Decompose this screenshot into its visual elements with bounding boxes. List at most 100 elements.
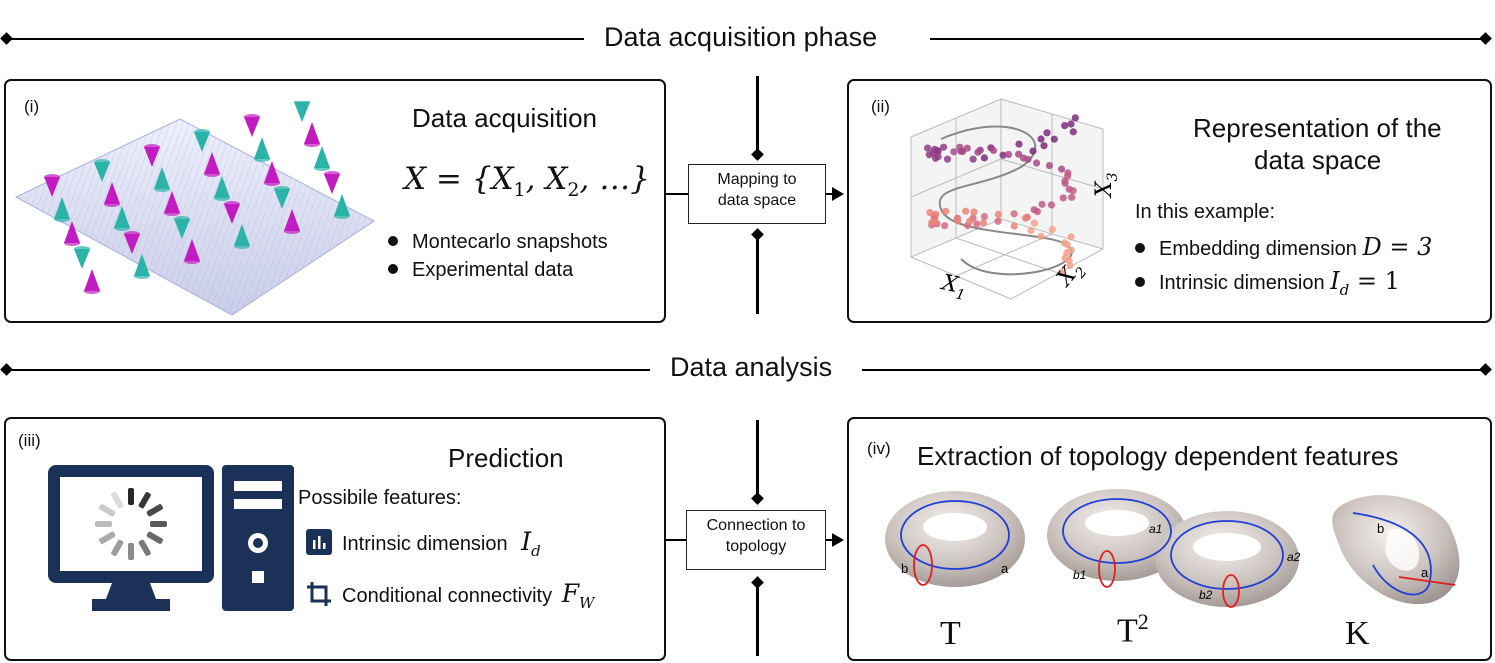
scatter-point (942, 207, 950, 215)
crop-icon (306, 581, 332, 607)
spinner-bar (138, 492, 151, 509)
scatter-point (1040, 142, 1048, 150)
cone-base (314, 165, 330, 171)
cone-base (164, 210, 180, 216)
spinner-bar (128, 543, 134, 560)
scatter-point (1065, 256, 1073, 265)
cone-base (184, 258, 200, 264)
phase1-title: Data acquisition phase (598, 22, 884, 53)
scatter-point (950, 148, 958, 156)
label-double-torus: T2 (1117, 609, 1149, 650)
torus-shape: b a (885, 491, 1025, 587)
spinner-bar (146, 531, 163, 544)
scatter-point (1069, 187, 1077, 195)
helix-curve (938, 125, 1073, 276)
phase1-line-right (930, 38, 1486, 40)
scatter-point (1037, 232, 1045, 240)
double-torus-loop-a2: a2 (1287, 550, 1301, 564)
scatter-point (1067, 120, 1075, 128)
cone-base (64, 240, 80, 246)
cone-mark (264, 161, 280, 183)
cone-base (54, 216, 70, 222)
scatter-point (1058, 165, 1066, 173)
connector2-diamond-top (751, 492, 764, 505)
cone-mark (304, 122, 320, 144)
panel2-title-line2: data space (1254, 145, 1382, 175)
cone-base (84, 288, 100, 294)
cone-mark (94, 162, 110, 182)
scatter-point (1048, 225, 1056, 234)
cone-base (144, 144, 160, 150)
topology-shapes: b a a1 b1 a2 b2 b a (885, 489, 1460, 608)
scatter-point (1047, 201, 1056, 209)
cone-mark (324, 174, 340, 194)
cone-mark (334, 194, 350, 216)
connector1-box: Mapping to data space (688, 164, 826, 224)
formula-sub1: 1 (513, 179, 526, 202)
phase2-diamond-left (0, 363, 13, 376)
scatter-point (969, 155, 977, 163)
connector2-line1: Connection to (706, 517, 806, 534)
panel2-bullet-embedding: Embedding dimension D = 3 (1135, 233, 1432, 261)
scatter-point (966, 217, 974, 225)
cone-base (234, 243, 250, 249)
server-tower-icon (222, 465, 294, 611)
phase2-line-right (862, 369, 1486, 371)
connector1-line2: data space (717, 192, 797, 209)
panel2-example: In this example: (1135, 201, 1276, 223)
cone-mark (134, 254, 150, 276)
panel1-formula: X = {X1, X2, …} (404, 161, 650, 201)
scatter-point (1010, 222, 1018, 230)
cone-base (74, 246, 90, 252)
scatter-point (1029, 147, 1037, 155)
scatter-point (1043, 129, 1051, 137)
cone-mark (294, 102, 310, 122)
panel2-label: (ii) (871, 97, 890, 116)
cone-mark (174, 219, 190, 239)
scatter-point (1015, 140, 1023, 148)
cone-mark (214, 176, 230, 198)
cone-mark (44, 177, 60, 197)
cone-base (274, 186, 290, 192)
double-torus-loop-b2: b2 (1199, 588, 1213, 602)
torus-loop-a: a (1001, 561, 1009, 576)
scatter-point (973, 220, 981, 228)
spinner-bar (111, 539, 124, 556)
scatter-point (940, 143, 948, 151)
cone-mark (64, 221, 80, 243)
cone-base (254, 156, 270, 162)
scatter-point (994, 210, 1002, 218)
scatter-point (980, 154, 988, 162)
scatter-point (1045, 162, 1053, 170)
cone-base (204, 171, 220, 177)
panel-prediction: (iii) Prediction Possibile features: Int… (4, 417, 666, 661)
scatter-point (1030, 206, 1038, 214)
torus-loop-b: b (901, 561, 908, 576)
cone-base (284, 228, 300, 234)
bar-chart-icon (306, 528, 332, 555)
scatter-point (924, 144, 932, 152)
cone-mark (314, 146, 330, 168)
scatter-point (994, 217, 1002, 225)
axis-x3-label: X3 (1092, 172, 1121, 199)
scatter-point (980, 213, 988, 221)
formula-mid: , X (525, 161, 568, 197)
klein-loop-b: b (1377, 521, 1384, 536)
scatter-point (941, 222, 949, 230)
scatter-point (1061, 122, 1069, 130)
cone-base (114, 225, 130, 231)
cone-mark (284, 209, 300, 231)
panel-data-acquisition: (i) Data acquisition X = {X1, X2, …} Mon… (4, 79, 666, 323)
formula-sub2: 2 (567, 179, 580, 202)
klein-bottle-shape: b a (1332, 495, 1460, 605)
cone-base (104, 201, 120, 207)
cone-mark (234, 224, 250, 246)
panel1-label: (i) (24, 97, 40, 116)
cone-mark (124, 234, 140, 254)
cone-base (214, 195, 230, 201)
cone-base (334, 213, 350, 219)
cone-base (94, 159, 110, 165)
phase1-diamond-right (1479, 32, 1492, 45)
spinner-bar (99, 531, 116, 544)
formula-lhs: X = {X (404, 161, 514, 197)
